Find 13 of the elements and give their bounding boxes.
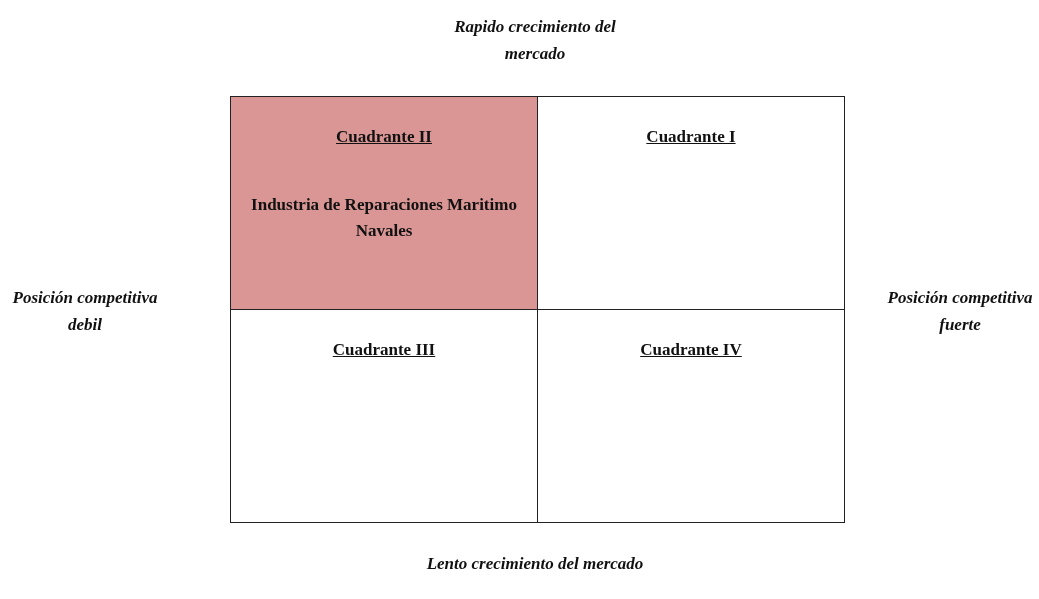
quadrant-text: Industria de Reparaciones Maritimo Navales [251,194,517,242]
quadrant-title: Cuadrante III [332,340,436,359]
axis-label: Rapido crecimiento del mercado [453,16,617,65]
quadrant-title: Cuadrante II [336,127,432,146]
quadrant-cell [537,309,845,523]
quadrant-cell [537,96,845,310]
axis-label: Posición competitiva fuerte [886,287,1034,336]
quadrant-cell [230,96,538,310]
quadrant-cell [230,309,538,523]
axis-label: Lento crecimiento del mercado [425,553,645,575]
quadrant-title: Cuadrante I [646,127,736,146]
axis-label: Posición competitiva debil [11,287,159,336]
quadrant-title: Cuadrante IV [640,340,742,359]
